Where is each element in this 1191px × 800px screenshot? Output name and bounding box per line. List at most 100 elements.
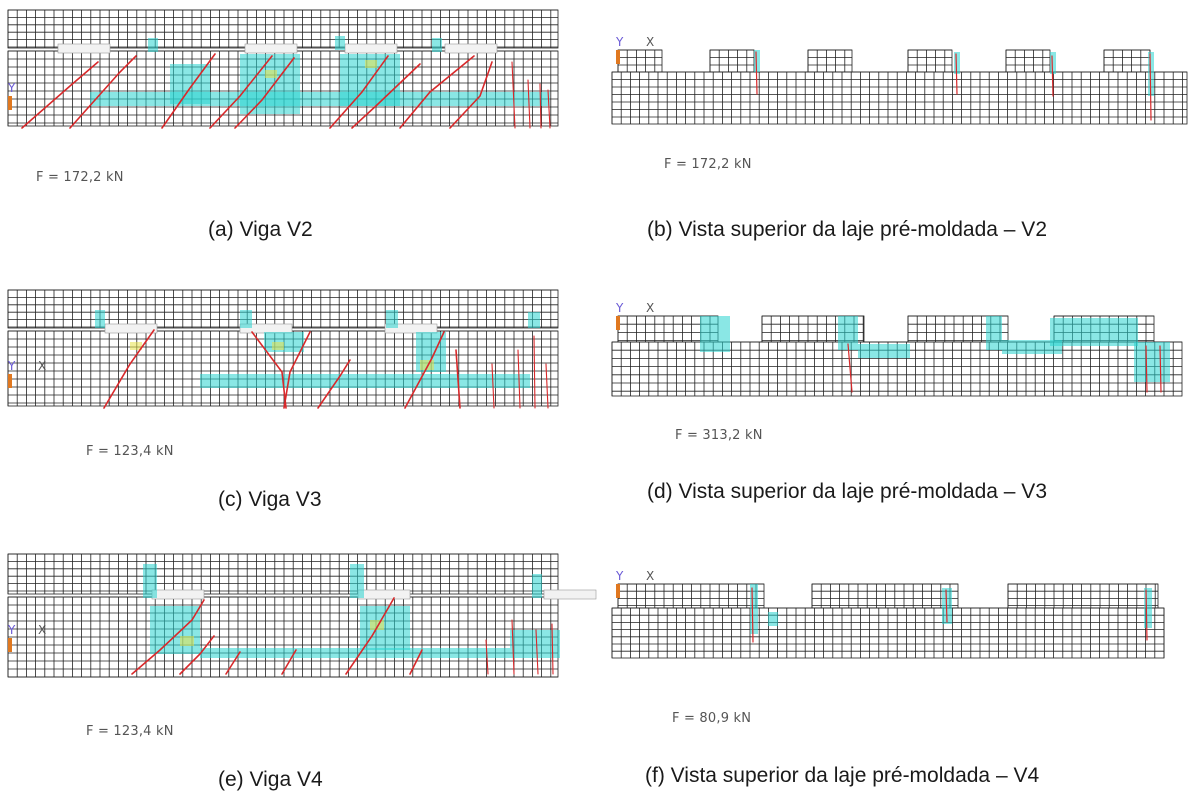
precast-slab-block [1005,49,1051,73]
shear-crack [345,597,395,675]
crack-line [955,53,958,95]
crack-line [755,51,758,95]
caption-a: (a) Viga V2 [208,218,313,241]
crack-zone-cyan [240,310,252,328]
force-label-d: F = 313,2 kN [675,428,763,443]
beam-flange-mesh [7,553,559,595]
shear-crack [399,55,475,129]
slab-joint [357,589,411,600]
flexural-crack [545,363,549,409]
shear-crack [209,55,273,129]
crack-zone-cyan [143,564,157,598]
crack-zone-cyan [150,606,200,654]
flexural-crack [517,349,521,409]
crack-zone-cyan [335,36,345,50]
flexural-crack [527,79,531,129]
flexural-crack [511,61,516,129]
crack-zone-cyan [95,310,105,328]
force-label-b: F = 172,2 kN [664,157,752,172]
force-label-c: F = 123,4 kN [86,444,174,459]
beam-top-flange-mesh [611,71,1188,125]
crack-zone-cyan [1050,52,1056,74]
flexural-crack [533,335,536,409]
slab-joint [57,43,111,54]
shear-crack [179,635,215,675]
shear-crack [283,331,311,409]
crack-zone-cyan [386,310,398,328]
crack-zone-yellow [265,70,277,78]
slab-joint [384,323,438,334]
shear-crack [329,55,389,129]
axis-origin-marker [616,316,620,330]
axis-x-label: X [38,359,46,373]
shear-crack [351,63,421,129]
crack-zone-cyan [754,50,760,72]
flexural-crack [485,639,489,675]
crack-line [1145,589,1148,641]
axis-x-label: X [646,569,654,583]
flexural-crack [547,89,551,129]
shear-crack [404,331,445,409]
panel-a-beam-v2: Y F = 172,2 kN (a) Viga V2 [0,0,590,250]
shear-crack [103,329,155,409]
crack-zone-yellow [420,360,434,370]
crack-zone-yellow [365,60,377,68]
crack-zone-cyan [200,648,560,658]
precast-slab-block [907,49,953,73]
shear-crack [21,61,99,129]
force-label-e: F = 123,4 kN [86,724,174,739]
axis-y-label: Y [615,569,624,583]
beam-flange-mesh [7,289,559,329]
precast-slab-block [617,49,663,73]
crack-zone-cyan [1148,52,1154,96]
beam-web-mesh [7,596,559,678]
shear-crack [449,61,493,129]
crack-zone-cyan [148,38,158,52]
shear-crack [161,53,216,129]
flexural-crack [539,83,542,129]
flexural-crack [511,619,515,675]
crack-zone-cyan [528,312,540,328]
crack-line [945,589,948,623]
axis-origin-marker [616,584,620,598]
force-label-f: F = 80,9 kN [672,711,752,726]
crack-zone-cyan [350,564,364,598]
crack-line [751,587,754,643]
axis-y-label: Y [615,35,624,49]
crack-line [1145,345,1148,393]
crack-zone-cyan [858,344,910,358]
crack-line [847,343,853,393]
crack-zone-cyan [1134,342,1170,382]
crack-zone-cyan [954,52,960,74]
precast-slab-block [811,583,959,609]
crack-line [1149,53,1152,121]
crack-line [1159,345,1162,393]
slab-joint [104,323,158,334]
shear-crack [131,599,205,675]
axis-x-label: X [646,35,654,49]
shear-crack [455,349,461,409]
crack-zone-cyan [200,374,530,388]
crack-zone-yellow [130,342,142,350]
crack-zone-cyan [700,316,730,352]
slab-joint [244,43,298,54]
axis-origin-marker [8,96,12,110]
flexural-crack [535,629,539,675]
caption-c: (c) Viga V3 [218,488,322,511]
axis-y-label: Y [7,359,16,373]
panel-f-slab-v4: Y X F = 80,9 kN (f) Vista superior da laj… [600,540,1191,800]
beam-v2-mesh: Y [7,9,559,129]
crack-zone-cyan [750,584,758,634]
crack-zone-cyan [838,316,858,350]
flexural-crack [551,623,554,675]
axis-origin-marker [8,638,12,652]
crack-zone-cyan [768,612,778,626]
crack-zone-yellow [272,342,284,350]
caption-f: (f) Vista superior da laje pré-moldada –… [645,764,1040,787]
axis-y-label: Y [615,301,624,315]
